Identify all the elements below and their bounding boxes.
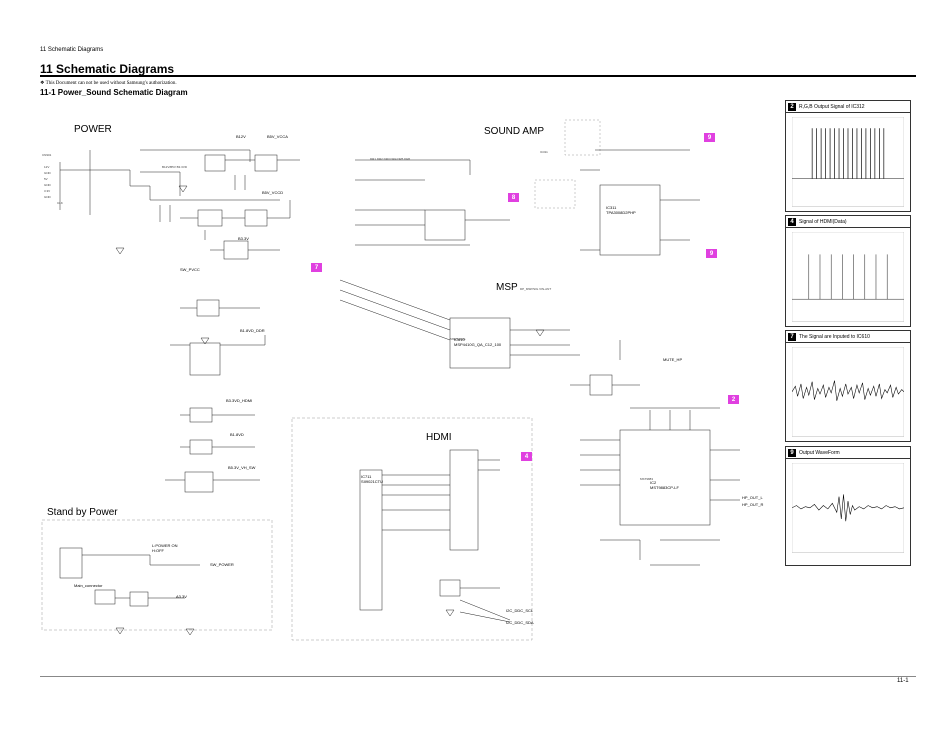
notice-text: ❖ This Document can not be used without … [40, 81, 177, 86]
footer-rule [40, 676, 916, 677]
marker-9-top[interactable]: 9 [704, 133, 715, 142]
label-sw-pvcc: SW_PVCC [180, 267, 200, 272]
svg-text:3.3V: 3.3V [44, 189, 50, 193]
label-i2c-scl: I2C_DDC_SCL [506, 608, 534, 613]
panel-title: R,G,B Output Signal of IC312 [799, 103, 865, 110]
svg-text:IC311: IC311 [540, 150, 548, 154]
svg-text:CLK: CLK [57, 201, 63, 205]
power-block-label: POWER [74, 124, 112, 135]
marker-2[interactable]: 2 [728, 395, 739, 404]
panel-badge: 4 [788, 217, 796, 226]
subsection-title: 11-1 Power_Sound Schematic Diagram [40, 88, 188, 97]
label-sw-power: SW_POWER [210, 562, 234, 567]
svg-text:5V: 5V [44, 177, 48, 181]
label-b33v-hdmi: B3.3VD_HDMI [226, 398, 253, 403]
schematic-diagram: B12V/B5V B3.3VD CN901 12V GND 5V GND 3.3… [41, 119, 740, 641]
label-mute-hp: MUTE_HP [663, 357, 683, 362]
panel-badge: 9 [788, 448, 796, 457]
panel-badge: 7 [788, 332, 796, 341]
label-hp-out-l: HP_OUT_L [742, 495, 763, 500]
panel-title: Output WaveForm [799, 449, 840, 456]
panel-title: The Signal are Inputed to IC610 [799, 333, 870, 340]
hdmi-block-label: HDMI [426, 432, 452, 443]
svg-text:B12V/B5V B3.3VD: B12V/B5V B3.3VD [162, 165, 188, 169]
marker-4[interactable]: 4 [521, 452, 532, 461]
label-b33v: B3.3V [238, 236, 249, 241]
label-a33v: A3.3V [176, 594, 187, 599]
label-b18v: B1.8VD [230, 432, 244, 437]
label-hp-out-r: HP_OUT_R [742, 502, 764, 507]
oscilloscope-trace [792, 117, 904, 207]
section-title: 11 Schematic Diagrams [40, 62, 175, 76]
label-ic2: IC2 MST9883CP-LF [650, 480, 679, 490]
svg-text:MST9883: MST9883 [640, 477, 653, 481]
svg-text:GND: GND [44, 171, 52, 175]
svg-text:GND: GND [44, 183, 52, 187]
marker-7[interactable]: 7 [311, 263, 322, 272]
svg-text:DP_MSP/SIG VIN-ANT: DP_MSP/SIG VIN-ANT [520, 287, 551, 291]
oscilloscope-trace [792, 463, 904, 553]
section-rule [40, 75, 916, 77]
marker-8[interactable]: 8 [508, 193, 519, 202]
panel-title: Signal of HDMI(Data) [799, 218, 847, 225]
msp-block-label: MSP [496, 282, 518, 293]
label-b53v-vh: B5.3V_VH_SW [228, 465, 256, 470]
oscilloscope-trace [792, 347, 904, 437]
svg-text:DR1 DR2 DR3 DR4 DR5 DR6: DR1 DR2 DR3 DR4 DR5 DR6 [370, 157, 411, 161]
svg-text:12V: 12V [44, 165, 49, 169]
oscilloscope-trace [792, 232, 904, 322]
running-title: 11 Schematic Diagrams [40, 47, 104, 53]
svg-text:GND: GND [44, 195, 52, 199]
marker-9-bottom[interactable]: 9 [706, 249, 717, 258]
sound-amp-block-label: SOUND AMP [484, 126, 545, 137]
svg-text:MSP4410G: MSP4410G [450, 337, 466, 341]
page-number: 11-1 [897, 678, 909, 684]
label-ic610: IC610 MSP4410G_QA_C12_100 [454, 337, 502, 347]
label-b18v-ddr: B1.8VD_DDR [240, 328, 265, 333]
label-i2c-sda: I2C_DDC_SDA [506, 620, 534, 625]
panel-badge: 2 [788, 102, 796, 111]
standby-block-label: Stand by Power [47, 507, 118, 518]
label-b5v-vcca: B5V_VCCA [267, 134, 288, 139]
label-main-connector: Main_connector [74, 583, 103, 588]
label-ic311: IC311 TPA3008D2PHP [606, 205, 636, 215]
label-power-on: L:POWER ON H:OFF [152, 543, 178, 553]
label-b12v: B12V [236, 134, 246, 139]
label-ic711: IC711 SII9021CTU [361, 474, 384, 484]
svg-text:CN901: CN901 [42, 153, 52, 157]
label-b5v-vccd: B5V_VCCD [262, 190, 284, 195]
